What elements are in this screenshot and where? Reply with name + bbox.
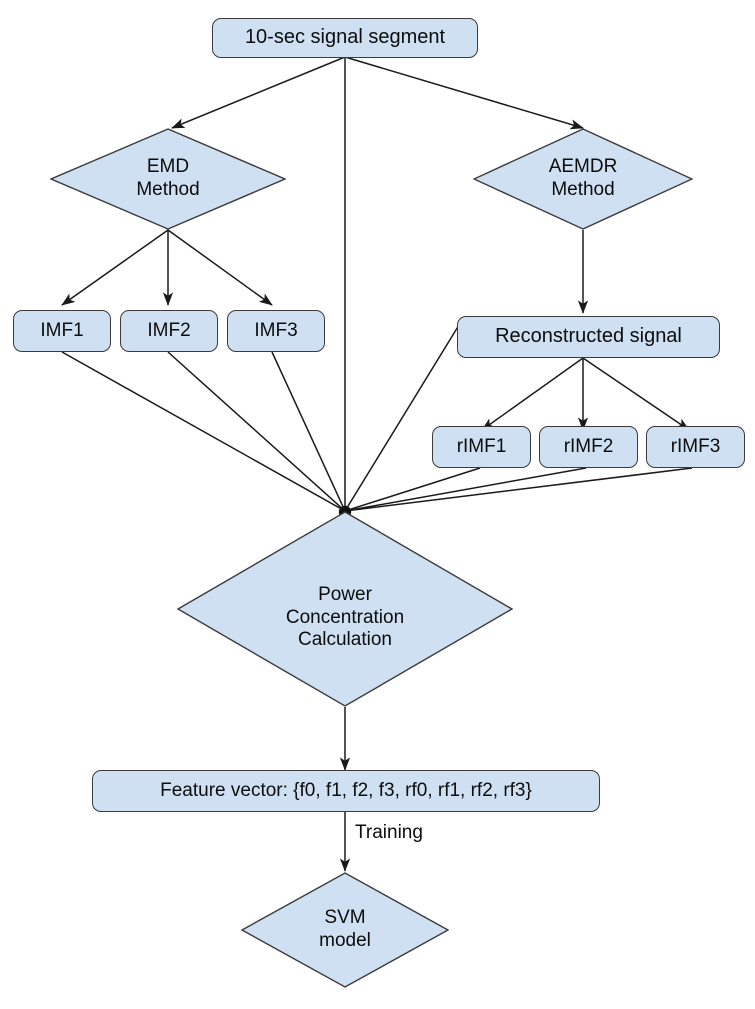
node-rimf3-label: rIMF3 xyxy=(670,435,721,457)
node-rimf2[interactable]: rIMF2 xyxy=(539,426,638,468)
node-imf2-label: IMF2 xyxy=(147,319,191,341)
node-rimf2-label: rIMF2 xyxy=(563,435,614,457)
edge-reconstructed-to-junction xyxy=(344,324,460,512)
node-imf3[interactable]: IMF3 xyxy=(227,310,325,352)
edge-signal-to-emd xyxy=(171,56,346,129)
edge-label-training: Training xyxy=(355,822,423,843)
node-aemdr-method[interactable]: AEMDR Method xyxy=(473,128,693,230)
edge-rimf2-to-junction xyxy=(344,467,587,512)
node-rimf1-label: rIMF1 xyxy=(456,435,507,457)
power-concentration-diamond-shape xyxy=(177,511,513,707)
node-feature-vector-label: Feature vector: {f0, f1, f2, f3, rf0, rf… xyxy=(160,779,532,801)
node-imf1-label: IMF1 xyxy=(40,319,84,341)
node-rimf3[interactable]: rIMF3 xyxy=(646,426,745,468)
edge-signal-to-aemdr xyxy=(344,56,584,130)
edge-reconstructed-to-rimf3 xyxy=(582,357,690,431)
node-signal-segment-label: 10-sec signal segment xyxy=(244,26,446,49)
node-reconstructed-signal[interactable]: Reconstructed signal xyxy=(457,316,720,358)
node-svm-model[interactable]: SVM model xyxy=(241,872,449,988)
edge-emd-to-imf3 xyxy=(167,229,273,306)
node-rimf1[interactable]: rIMF1 xyxy=(432,426,531,468)
aemdr-diamond-shape xyxy=(473,128,693,230)
node-power-concentration[interactable]: Power Concentration Calculation xyxy=(177,511,513,707)
svm-diamond-shape xyxy=(241,872,449,988)
edge-rimf3-to-junction xyxy=(344,467,693,512)
node-emd-method[interactable]: EMD Method xyxy=(50,128,286,230)
node-feature-vector[interactable]: Feature vector: {f0, f1, f2, f3, rf0, rf… xyxy=(92,770,600,812)
edge-reconstructed-to-rimf1 xyxy=(481,357,584,431)
node-imf2[interactable]: IMF2 xyxy=(120,310,218,352)
node-imf1[interactable]: IMF1 xyxy=(13,310,111,352)
edge-imf3-to-junction xyxy=(271,351,346,512)
edge-imf2-to-junction xyxy=(167,351,346,512)
node-imf3-label: IMF3 xyxy=(254,319,298,341)
node-signal-segment[interactable]: 10-sec signal segment xyxy=(212,18,478,58)
edge-rimf1-to-junction xyxy=(344,467,481,512)
node-reconstructed-signal-label: Reconstructed signal xyxy=(495,325,682,348)
edge-emd-to-imf1 xyxy=(61,229,169,306)
edge-imf1-to-junction xyxy=(61,351,346,512)
emd-diamond-shape xyxy=(50,128,286,230)
